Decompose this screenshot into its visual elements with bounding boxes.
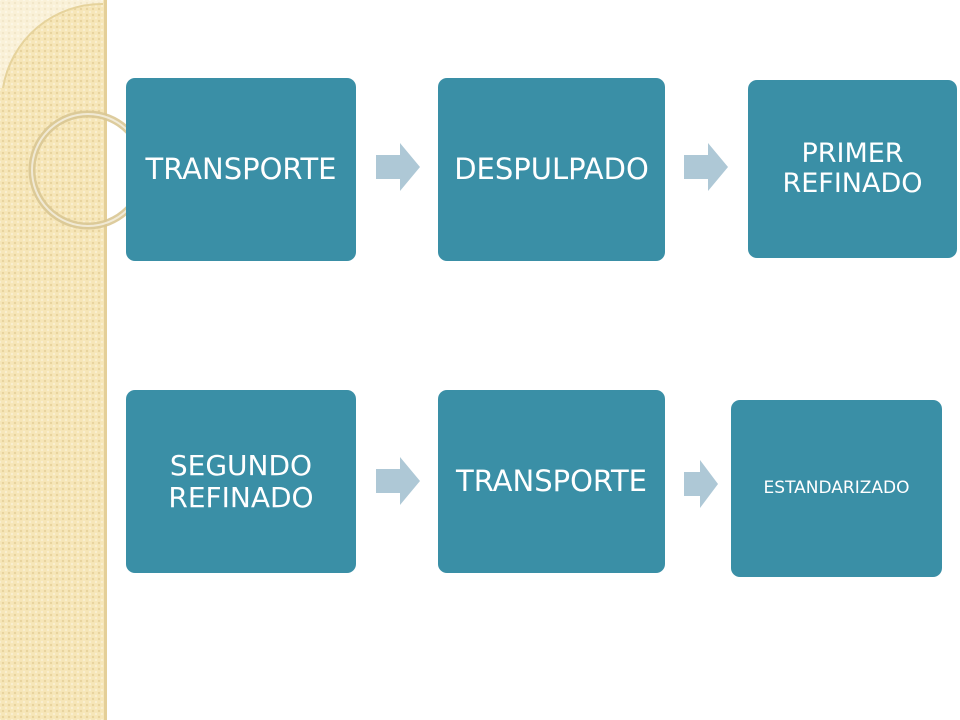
step-label: DESPULPADO	[454, 152, 649, 187]
arrow-right-icon	[376, 457, 420, 505]
side-band-edge	[104, 0, 107, 720]
side-decoration-band	[0, 0, 104, 720]
decorative-rings	[0, 0, 140, 230]
step-despulpado: DESPULPADO	[438, 78, 665, 261]
arrow-right-icon	[684, 143, 728, 191]
step-estandarizado: ESTANDARIZADO	[731, 400, 942, 577]
arrow-right-icon	[376, 143, 420, 191]
step-transporte-2: TRANSPORTE	[438, 390, 665, 573]
step-transporte: TRANSPORTE	[126, 78, 356, 261]
step-label: SEGUNDO REFINADO	[168, 448, 314, 514]
step-label: TRANSPORTE	[145, 152, 337, 187]
step-segundo-refinado: SEGUNDO REFINADO	[126, 390, 356, 573]
step-label: TRANSPORTE	[455, 464, 648, 499]
step-label: ESTANDARIZADO	[763, 477, 910, 498]
step-label: PRIMER REFINADO	[782, 137, 923, 199]
arrow-right-icon	[684, 460, 718, 508]
step-primer-refinado: PRIMER REFINADO	[748, 80, 957, 258]
